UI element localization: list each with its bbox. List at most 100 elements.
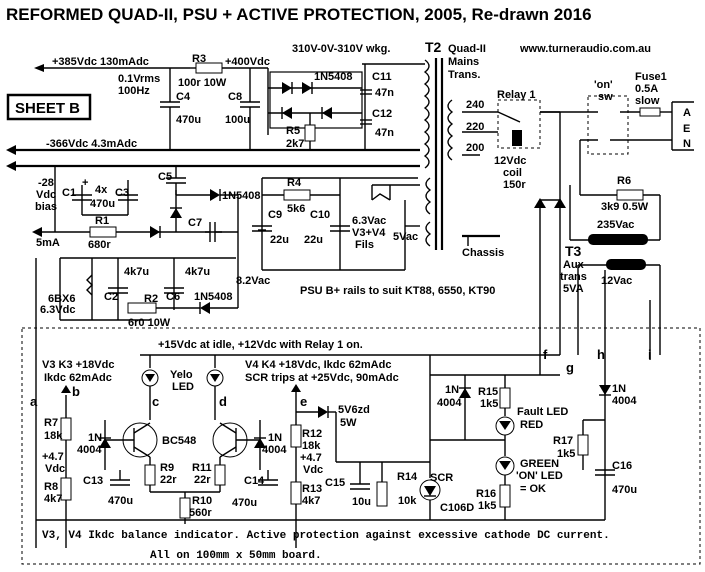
ripple-label-1: 0.1Vrms [118, 73, 160, 85]
ve-label-2: Vdc [303, 464, 323, 476]
relay-section [462, 99, 566, 355]
zener-label-1: 5V6zd [338, 404, 370, 416]
mains-switch-fuse [540, 95, 694, 155]
c11-c12-capacitors [360, 64, 372, 150]
r1-value: 680r [88, 239, 111, 251]
node-e: e [300, 394, 307, 409]
d7-value: 4004 [612, 395, 637, 407]
c10-value: 22u [304, 234, 323, 246]
r6-t3-section [569, 140, 661, 355]
r8-label: R8 [44, 481, 58, 493]
r17-value: 1k5 [557, 448, 575, 460]
node-h: h [597, 347, 605, 362]
aux-label-1: Aux [563, 259, 585, 271]
r9-value: 22r [160, 474, 177, 486]
v235-label: 235Vac [597, 219, 634, 231]
fault-led-label-1: Fault LED [517, 406, 568, 418]
website: www.turneraudio.com.au [519, 43, 651, 55]
r12-label: R12 [302, 428, 322, 440]
c13-capacitor [110, 470, 130, 486]
r5-label: R5 [286, 125, 300, 137]
t2-name-3: Trans. [448, 69, 480, 81]
aux-label-3: 5VA [563, 283, 584, 295]
d5-r12-r13-c14 [254, 420, 302, 505]
bias-label-3: bias [35, 201, 57, 213]
psu-note: PSU B+ rails to suit KT88, 6550, KT90 [300, 285, 495, 297]
vb-label-1: +4.7 [42, 451, 64, 463]
d1-label: 1N5408 [314, 71, 353, 83]
bplus-label: +385Vdc 130mAdc [52, 56, 149, 68]
bc548-label: BC548 [162, 435, 196, 447]
ripple-label-2: 100Hz [118, 85, 150, 97]
v4-label-b: SCR trips at +25Vdc, 90mAdc [245, 372, 399, 384]
r16-value: 1k5 [478, 500, 496, 512]
c15-label: C15 [325, 477, 345, 489]
d5-value: 4004 [262, 444, 287, 456]
zener-scr-section [296, 375, 441, 520]
c5-c7-d2 [166, 166, 239, 270]
ve-label-1: +4.7 [300, 452, 322, 464]
r1-label: R1 [95, 215, 109, 227]
bias-label-4: 5mA [36, 237, 60, 249]
green-led-label-1: GREEN [520, 458, 559, 470]
bplus-rail [34, 62, 269, 135]
c11-value: 47n [375, 87, 394, 99]
mains-e: E [683, 123, 690, 135]
protection-top-note: +15Vdc at idle, +12Vdc with Relay 1 on. [158, 339, 363, 351]
d3-label: 1N5408 [194, 291, 233, 303]
c4-capacitor [160, 68, 180, 150]
c15-value: 10u [352, 496, 371, 508]
fuse-label-3: slow [635, 95, 660, 107]
fils-label-3: Fils [355, 239, 374, 251]
c12-value: 47n [375, 127, 394, 139]
r5-value: 2k7 [286, 138, 304, 150]
relay-coil-3: 150r [503, 179, 526, 191]
bx6-label-1: 6BX6 [48, 293, 76, 305]
node-d: d [219, 394, 227, 409]
bias-label-2: Vdc [36, 189, 56, 201]
d4-label: 1N [88, 432, 102, 444]
v400-label: +400Vdc [225, 56, 270, 68]
fils-label-2: V3+V4 [352, 227, 386, 239]
v5-label: 5Vac [393, 231, 418, 243]
c2-value: 4k7u [124, 266, 149, 278]
c6-value: 4k7u [185, 266, 210, 278]
d7-label: 1N [612, 383, 626, 395]
c2-label: C2 [104, 291, 118, 303]
d6-value: 4004 [437, 397, 462, 409]
c8-capacitor [240, 68, 260, 150]
node-a: a [30, 394, 38, 409]
mains-n: N [683, 138, 691, 150]
fuse-label-1: Fuse1 [635, 71, 667, 83]
r6-value: 3k9 0.5W [601, 201, 649, 213]
r9-label: R9 [160, 462, 174, 474]
relay-label: Relay 1 [497, 89, 536, 101]
c16-value: 470u [612, 484, 637, 496]
c9-label: C9 [268, 209, 282, 221]
node-b: b [72, 384, 80, 399]
c13-value: 470u [108, 495, 133, 507]
fils-label-1: 6.3Vac [352, 215, 386, 227]
r7-r8-divider [60, 417, 72, 501]
schematic-title: REFORMED QUAD-II, PSU + ACTIVE PROTECTIO… [6, 5, 592, 24]
r8-value: 4k7 [44, 493, 62, 505]
yelo-label-2: LED [172, 381, 194, 393]
sheet-label-box: SHEET B [6, 93, 92, 121]
d5-label: 1N [268, 432, 282, 444]
c14-label: C14 [244, 475, 265, 487]
c1-label: C1 [62, 187, 76, 199]
switch-label-1: 'on' [594, 79, 613, 91]
c14-value: 470u [232, 497, 257, 509]
c8-label: C8 [228, 91, 242, 103]
node-g: g [566, 360, 574, 375]
t2-name-2: Mains [448, 56, 479, 68]
node-c: c [152, 394, 159, 409]
tap-240: 240 [466, 99, 484, 111]
scr-label-1: SCR [430, 472, 453, 484]
bias-section [32, 166, 190, 238]
t2-transformer [362, 58, 454, 250]
v3-label-b: Ikdc 62mAdc [44, 372, 112, 384]
r13-label: R13 [302, 483, 322, 495]
t2-label: T2 [425, 39, 442, 55]
emitter-resistors [144, 464, 226, 524]
